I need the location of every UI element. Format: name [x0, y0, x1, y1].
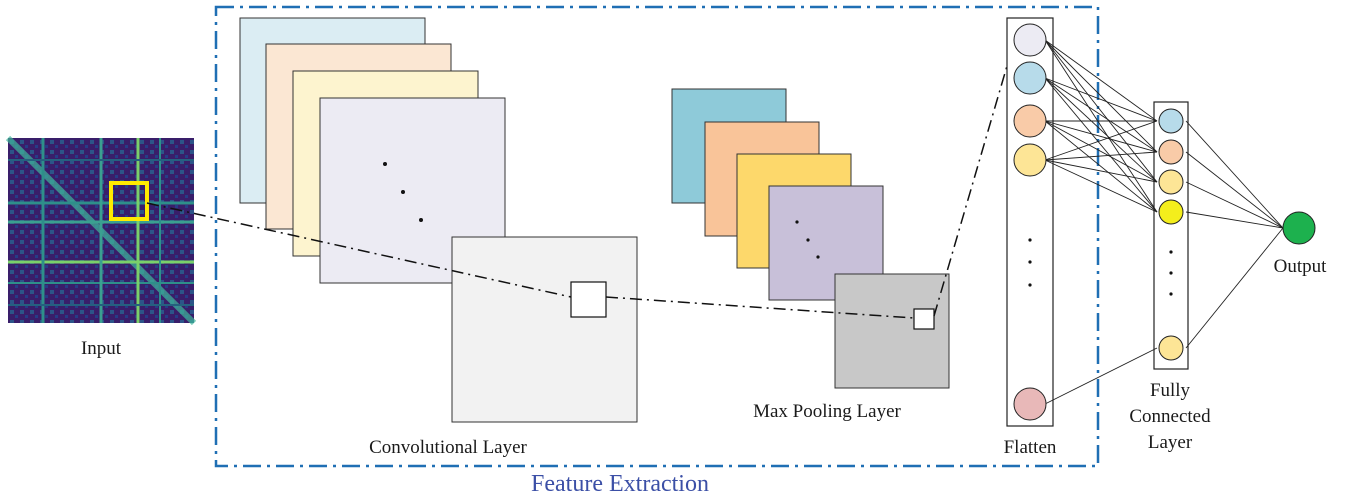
input-label: Input	[80, 338, 122, 359]
flatten-node	[1013, 104, 1047, 138]
fully-connected-label-line-3: Layer	[1147, 432, 1193, 453]
connector-lines	[146, 41, 1015, 319]
fully-connected-label-line-2: Connected	[1129, 406, 1211, 427]
flatten-node	[1013, 143, 1047, 177]
ellipsis-dot	[419, 218, 423, 222]
output-node	[1282, 211, 1316, 245]
ellipsis-dot	[1028, 238, 1032, 242]
receptive-field-highlight	[109, 181, 149, 221]
fc-node	[1158, 108, 1184, 134]
ellipsis-dot	[1028, 260, 1032, 264]
conv-feature-map-5	[451, 236, 638, 423]
fc-node	[1158, 335, 1184, 361]
flatten-node	[1013, 23, 1047, 57]
ellipsis-dot	[1169, 292, 1173, 296]
fc-connections	[1044, 39, 1284, 405]
ellipsis-dot	[1169, 271, 1173, 275]
fc-node	[1158, 139, 1184, 165]
ellipsis-dot	[816, 255, 820, 259]
flatten-label: Flatten	[1003, 437, 1057, 458]
ellipsis-dot	[401, 190, 405, 194]
pool-output-cell	[913, 308, 935, 330]
conv-output-cell	[570, 281, 607, 318]
max-pooling-layer-label: Max Pooling Layer	[753, 401, 901, 422]
feature-extraction-box	[214, 5, 1100, 468]
ellipsis-dot	[383, 162, 387, 166]
ellipsis-dot	[806, 238, 810, 242]
output-label: Output	[1273, 256, 1327, 277]
feature-extraction-label: Feature Extraction	[531, 471, 709, 497]
ellipsis-dot	[1169, 250, 1173, 254]
ellipsis-dot	[1028, 283, 1032, 287]
flatten-node	[1013, 61, 1047, 95]
convolutional-layer-label: Convolutional Layer	[369, 437, 527, 458]
ellipsis-dot	[795, 220, 799, 224]
fc-node	[1158, 199, 1184, 225]
pool-feature-map-5	[834, 273, 950, 389]
input-image	[5, 135, 197, 326]
flatten-node	[1013, 387, 1047, 421]
fully-connected-label-line-1: Fully	[1149, 380, 1191, 401]
fc-node	[1158, 169, 1184, 195]
